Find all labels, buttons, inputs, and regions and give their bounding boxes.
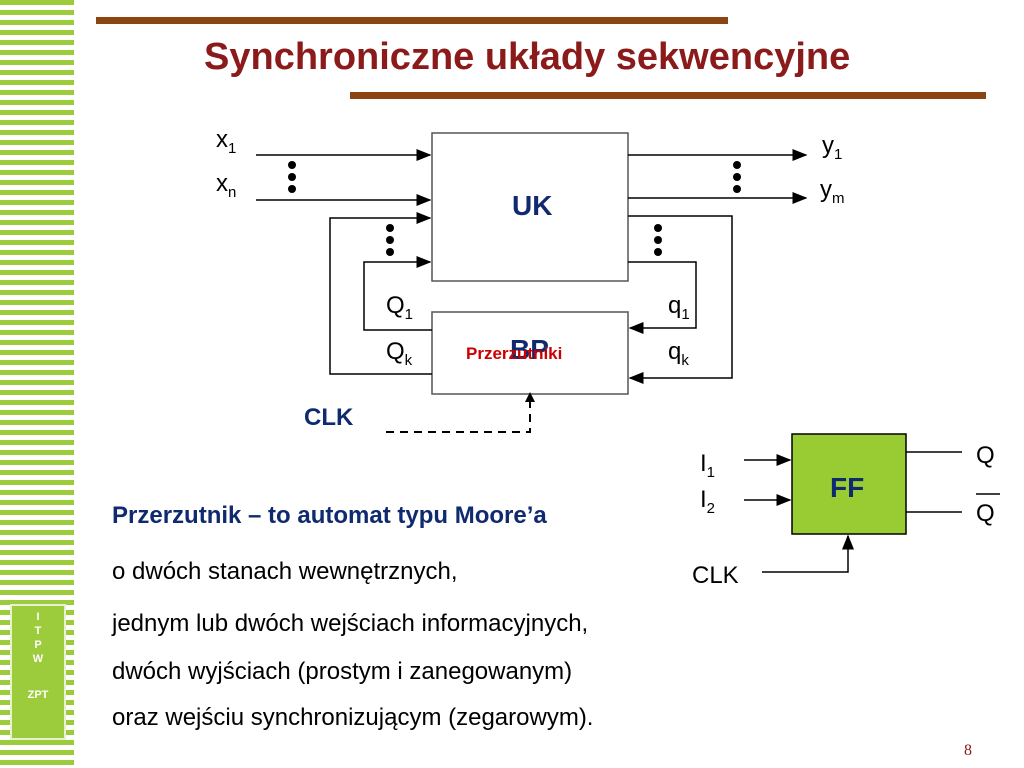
logo-org: ZPT	[27, 689, 49, 701]
definition-line-1: o dwóch stanach wewnętrznych,	[112, 558, 458, 585]
title-top-bar	[96, 17, 728, 24]
label-ff-clk: CLK	[692, 562, 739, 589]
label-ym: ym	[820, 176, 845, 207]
ff-block	[791, 433, 907, 535]
label-i2: I2	[700, 486, 716, 517]
bp-overlay-label: Przerzutniki	[466, 344, 563, 363]
definition-heading: Przerzutnik – to automat typu Moore’a	[112, 502, 547, 529]
logo-letter-t: T	[34, 625, 42, 637]
label-Q1: Q1	[386, 292, 414, 323]
bp-block	[431, 311, 629, 395]
clk-label: CLK	[304, 404, 354, 431]
label-xn: xn	[216, 170, 237, 201]
title-bottom-bar	[350, 92, 986, 99]
definition-line-4: oraz wejściu synchronizującym (zegarowym…	[112, 704, 594, 731]
page-number: 8	[964, 742, 972, 759]
definition-line-2: jednym lub dwóch wejściach informacyjnyc…	[112, 610, 589, 637]
label-i1: I1	[700, 450, 716, 481]
uk-label: UK	[512, 190, 553, 221]
uk-block	[431, 132, 629, 282]
label-qk: qk	[668, 338, 689, 369]
logo-letter-w: W	[32, 653, 44, 665]
logo-letter-p: P	[34, 639, 42, 651]
label-q1: q1	[668, 292, 690, 323]
label-q-out: Q	[976, 442, 995, 469]
label-qbar-out: Q	[976, 500, 995, 527]
page-title: Synchroniczne układy sekwencyjne	[204, 36, 851, 78]
label-y1: y1	[822, 132, 843, 163]
itpw-logo: I T P W ZPT	[10, 604, 66, 740]
ellipsis-dots	[288, 161, 741, 256]
bp-label: BP	[510, 334, 549, 365]
label-x1: x1	[216, 126, 237, 157]
definition-line-3: dwóch wyjściach (prostym i zanegowanym)	[112, 658, 573, 685]
ff-label: FF	[830, 472, 865, 503]
logo-letter-i: I	[36, 611, 40, 623]
label-Qk: Qk	[386, 338, 413, 369]
